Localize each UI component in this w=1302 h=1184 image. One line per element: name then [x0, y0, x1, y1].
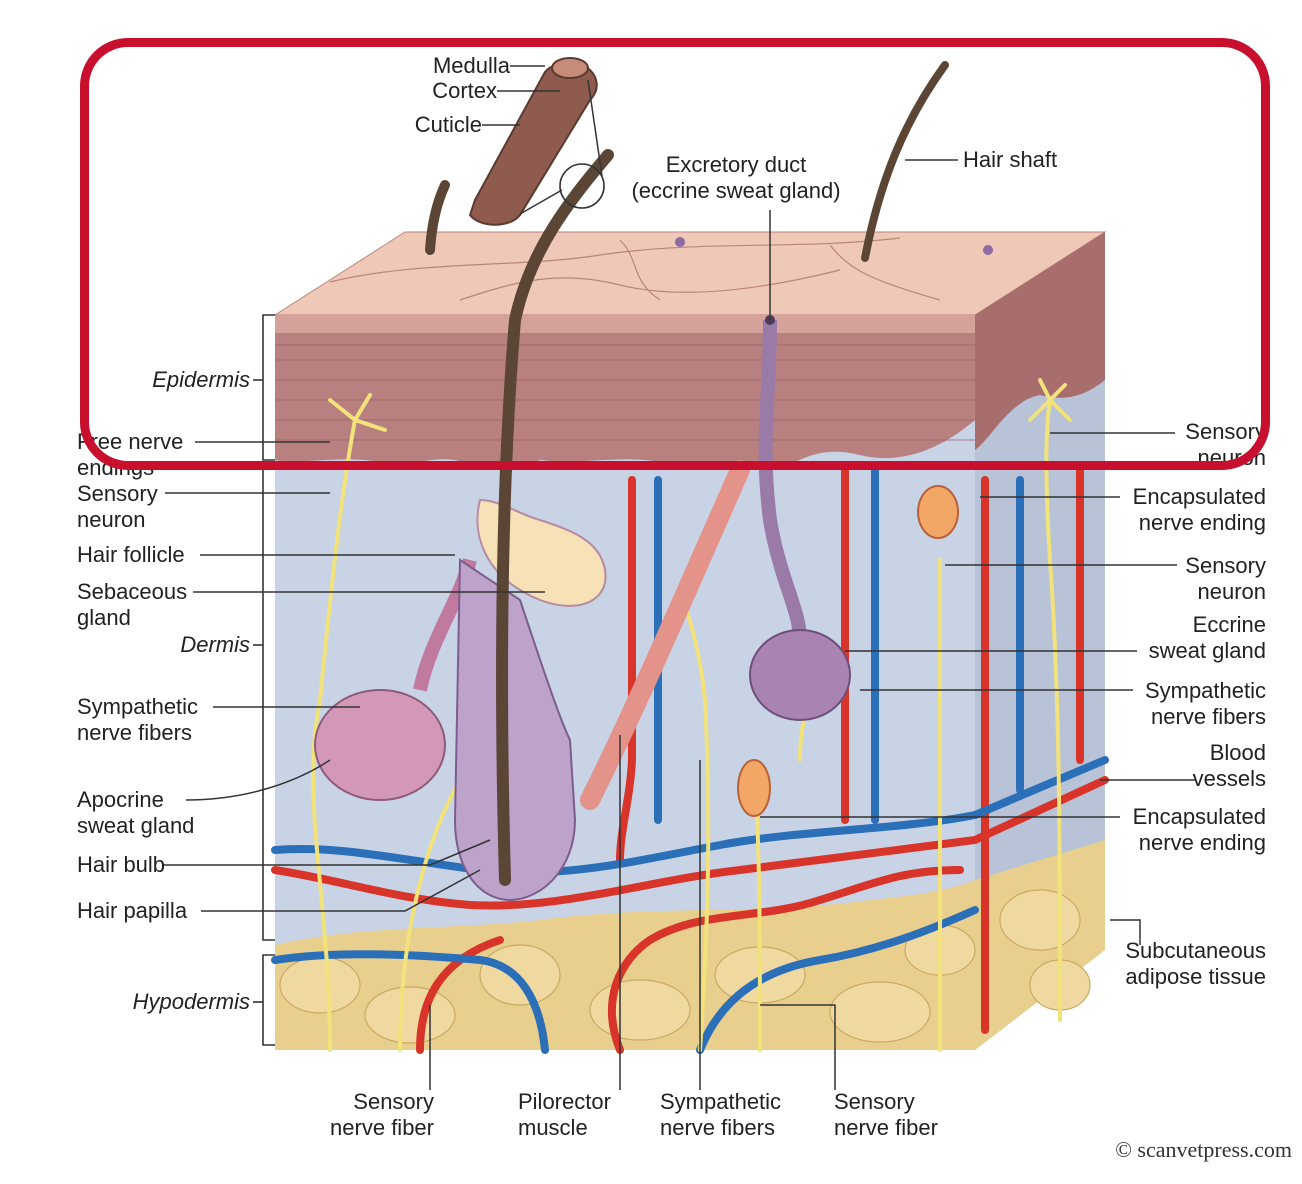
label-line: nerve ending — [1138, 510, 1266, 535]
label-line: nerve fibers — [77, 720, 192, 745]
hair-detail-inset — [468, 57, 605, 226]
label-line: nerve fibers — [1151, 704, 1266, 729]
label-line: muscle — [518, 1115, 588, 1140]
label-line: Eccrine — [1192, 612, 1266, 637]
hair-shafts — [425, 61, 949, 886]
label-line: sweat gland — [1148, 638, 1266, 663]
label-hypodermis: Hypodermis — [132, 989, 250, 1014]
label-bottom-sensory-nerve-fiber: Sensory nerve fiber — [330, 1089, 434, 1141]
label-line: Blood — [1209, 740, 1266, 765]
label-line: nerve fibers — [660, 1115, 775, 1140]
label-line: Subcutaneous — [1125, 938, 1266, 963]
label-epidermis: Epidermis — [152, 367, 250, 392]
label-line: vessels — [1192, 766, 1266, 791]
label-line: Pilorector — [518, 1089, 611, 1114]
label-sebaceous-gland: Sebaceous gland — [77, 579, 187, 631]
label-dermis: Dermis — [180, 632, 250, 657]
skin-pore — [675, 237, 685, 247]
label-free-nerve-endings: Free nerve endings — [77, 429, 183, 481]
epidermis-stratum-corneum — [275, 315, 975, 333]
label-line: nerve fiber — [330, 1115, 434, 1140]
label-eccrine-gland: Eccrine sweat gland — [1149, 612, 1266, 664]
label-line: adipose tissue — [1125, 964, 1266, 989]
label-line: sweat gland — [77, 813, 195, 838]
encapsulated-nerve-ending-shape — [737, 759, 771, 817]
label-line: (eccrine sweat gland) — [631, 178, 841, 203]
label-bottom-pilorector-muscle: Pilorector muscle — [518, 1089, 611, 1141]
arteries — [271, 466, 1109, 1054]
label-sensory-neuron-right-2: Sensory neuron — [1185, 553, 1266, 605]
label-apocrine-gland: Apocrine sweat gland — [77, 787, 194, 839]
label-cuticle: Cuticle — [414, 112, 482, 137]
label-line: Sebaceous — [77, 579, 188, 604]
eccrine-sweat-gland — [749, 315, 851, 721]
pilorector-muscle — [580, 460, 750, 810]
label-bottom-sensory-nerve-fiber-2: Sensory nerve fiber — [834, 1089, 938, 1141]
copyright-credit: © scanvetpress.com — [1115, 1137, 1292, 1162]
label-line: Sensory — [353, 1089, 434, 1114]
epidermis-layer — [275, 315, 975, 470]
label-line: Sensory — [834, 1089, 915, 1114]
encapsulated-nerve-ending-shape — [917, 485, 959, 539]
label-medulla: Medulla — [432, 53, 510, 78]
label-sensory-neuron-left: Sensory neuron — [77, 481, 158, 533]
label-encapsulated-nerve-ending-1: Encapsulated nerve ending — [1133, 484, 1266, 536]
layer-brackets — [253, 314, 275, 1046]
label-line: neuron — [1197, 445, 1266, 470]
label-line: endings — [77, 455, 155, 480]
leader-lines — [163, 65, 1195, 1090]
label-hair-follicle: Hair follicle — [77, 542, 185, 567]
label-line: gland — [77, 605, 131, 630]
label-encapsulated-nerve-ending-2: Encapsulated nerve ending — [1133, 804, 1266, 856]
label-blood-vessels: Blood vessels — [1193, 740, 1266, 792]
skin-pore — [983, 245, 993, 255]
label-line: Encapsulated — [1132, 484, 1266, 509]
label-line: Free nerve — [77, 429, 184, 454]
label-line: nerve fiber — [834, 1115, 938, 1140]
label-hair-bulb: Hair bulb — [77, 852, 166, 877]
label-sensory-neuron-right-1: Sensory neuron — [1185, 419, 1266, 471]
label-line: Excretory duct — [665, 152, 807, 177]
label-line: Sympathetic — [660, 1089, 782, 1114]
label-bottom-sympathetic-fibers: Sympathetic nerve fibers — [660, 1089, 781, 1141]
label-subcutaneous-adipose: Subcutaneous adipose tissue — [1125, 938, 1266, 990]
label-line: Sympathetic — [77, 694, 199, 719]
label-cortex: Cortex — [432, 78, 497, 103]
label-hair-shaft: Hair shaft — [963, 147, 1058, 172]
epidermis-side — [975, 232, 1105, 450]
label-line: nerve ending — [1138, 830, 1266, 855]
label-line: neuron — [77, 507, 146, 532]
block-side-face — [975, 232, 1105, 1050]
label-line: Sensory — [77, 481, 158, 506]
label-sympathetic-right: Sympathetic nerve fibers — [1145, 678, 1266, 730]
label-line: Sensory — [1185, 553, 1266, 578]
skin-surface-creases — [329, 237, 941, 301]
label-line: Apocrine — [77, 787, 164, 812]
label-excretory-duct: Excretory duct (eccrine sweat gland) — [620, 152, 852, 204]
label-line: Sympathetic — [1144, 678, 1266, 703]
skin-surface — [273, 231, 1107, 316]
label-line: Sensory — [1185, 419, 1266, 444]
label-line: Encapsulated — [1132, 804, 1266, 829]
label-line: neuron — [1197, 579, 1266, 604]
label-sympathetic-left: Sympathetic nerve fibers — [77, 694, 198, 746]
label-hair-papilla: Hair papilla — [77, 898, 188, 923]
